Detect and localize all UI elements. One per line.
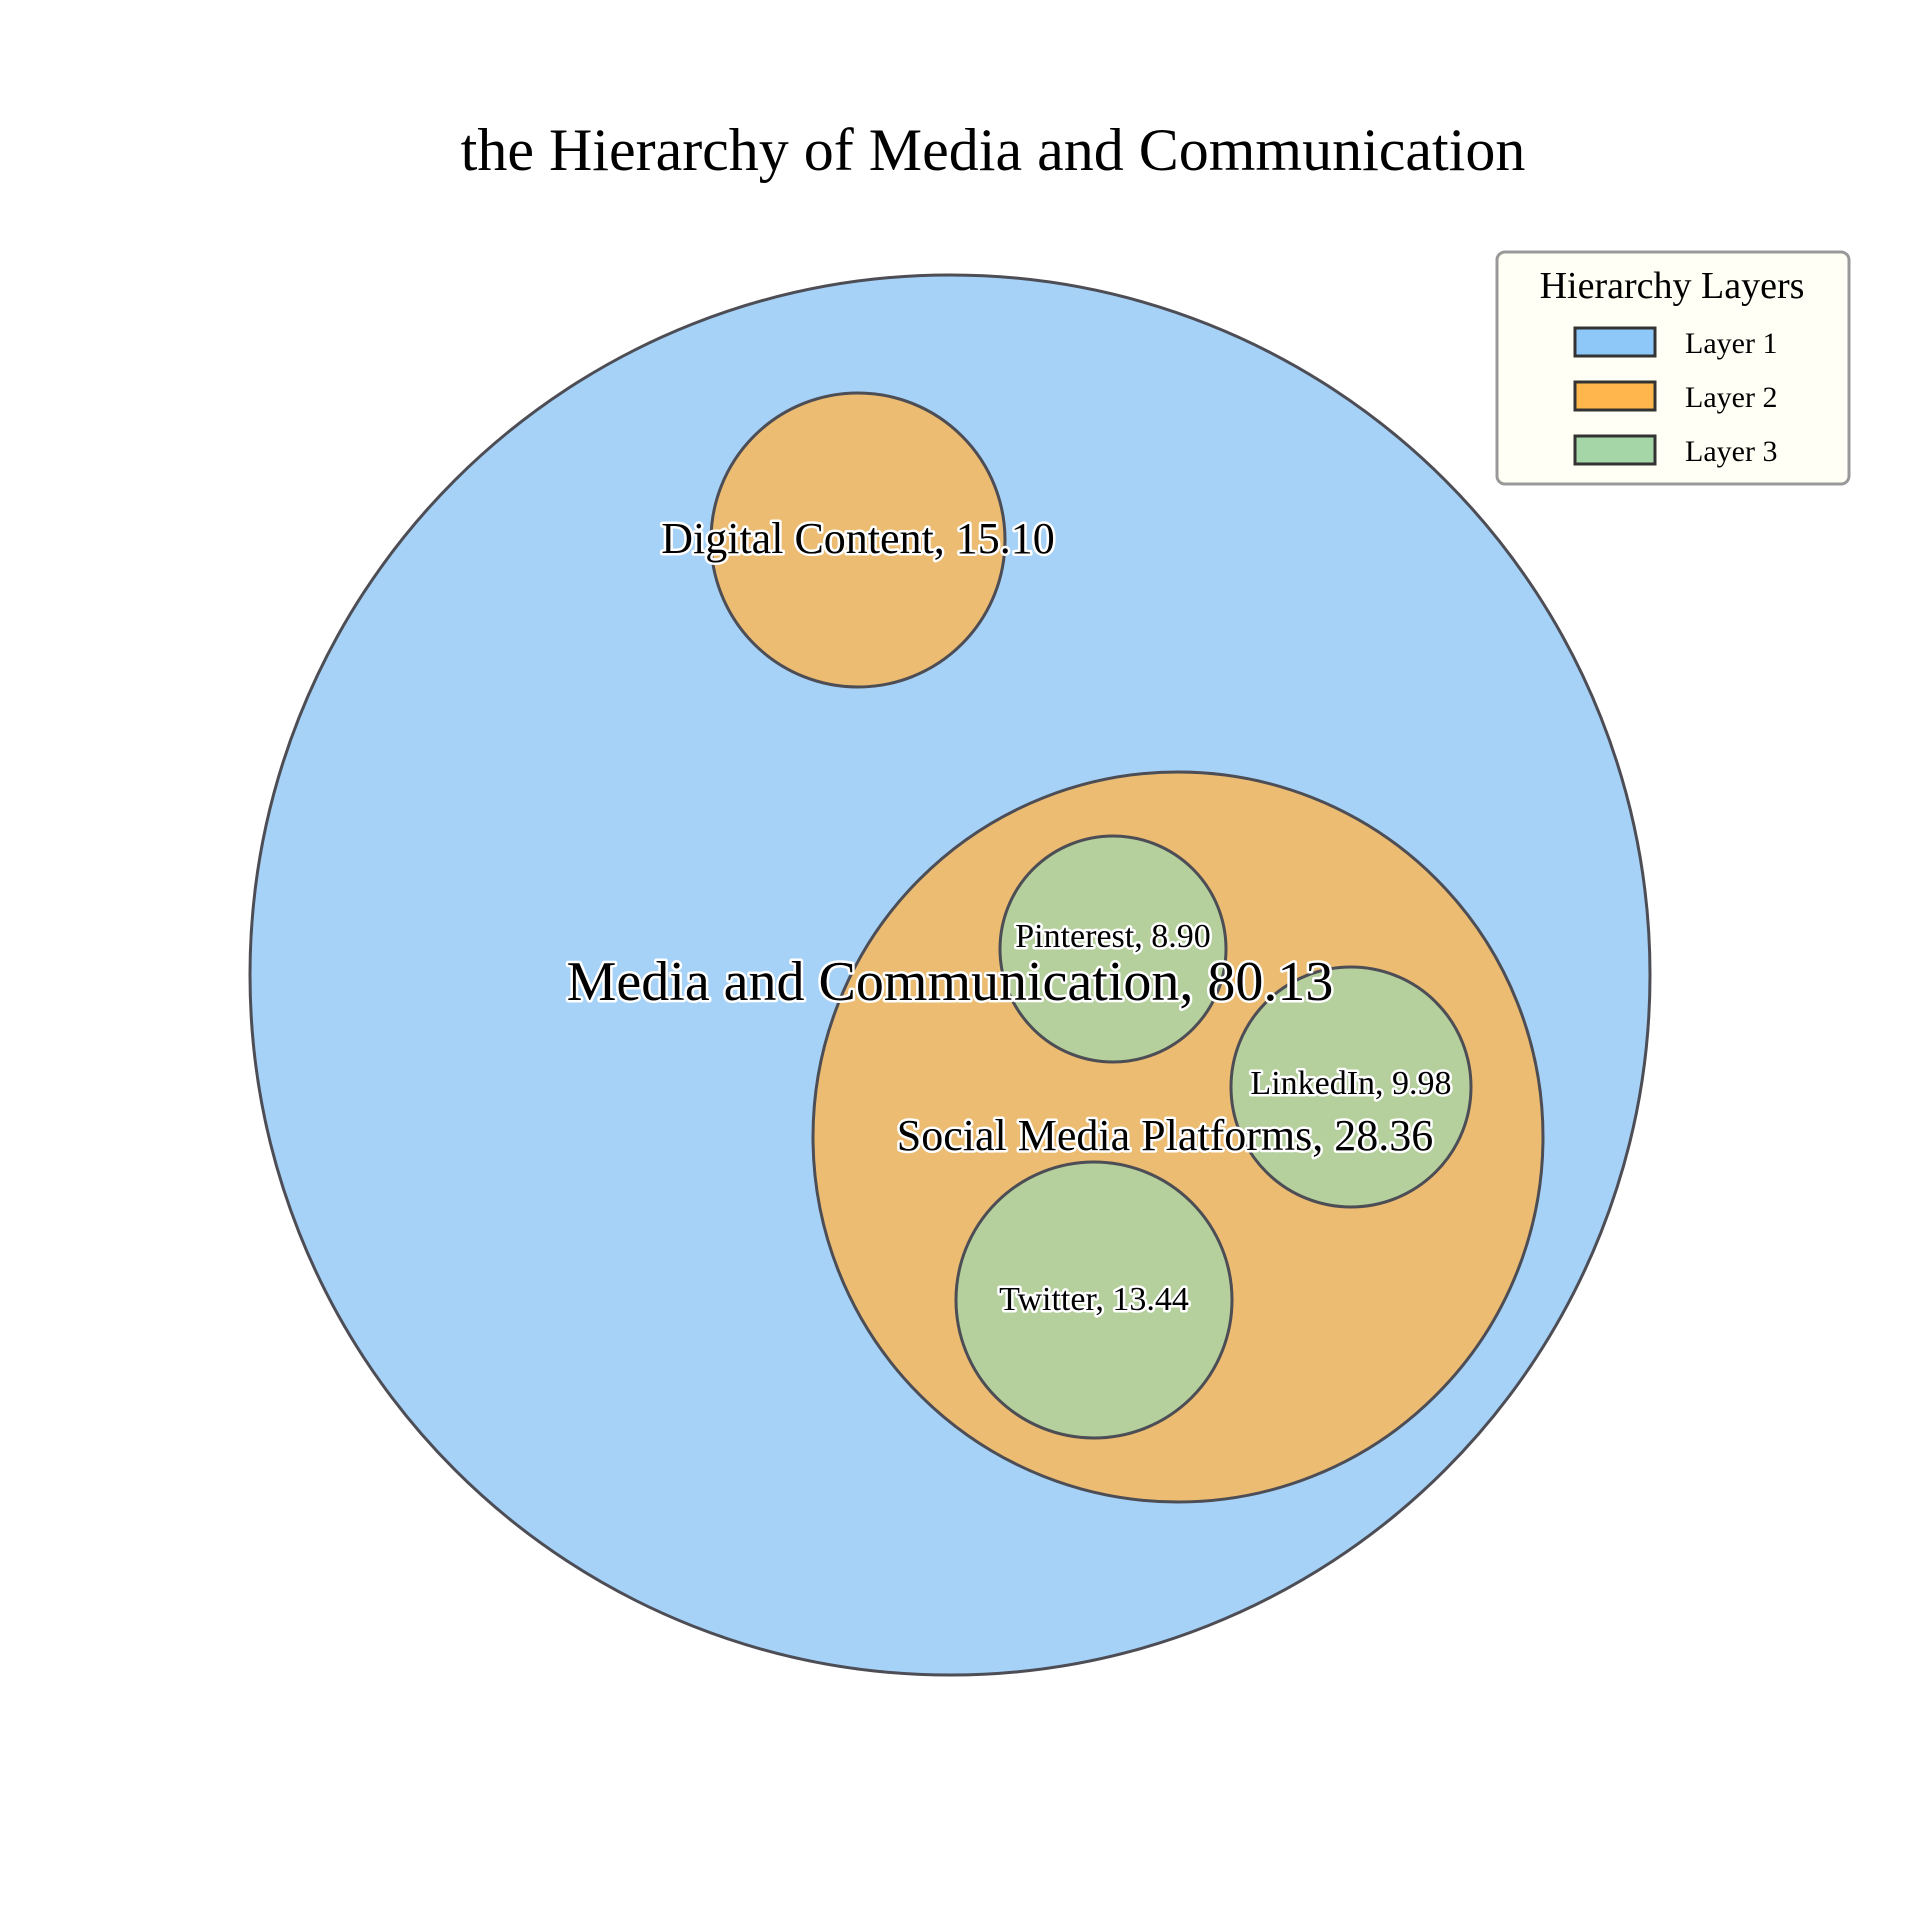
legend-swatch-layer-3 [1573,434,1657,466]
label-media-and-communication: Media and Communication, 80.13 [567,951,1334,1013]
bubble-group [248,273,1652,1677]
label-digital-content: Digital Content, 15.10 [661,514,1055,563]
label-twitter: Twitter, 13.44 [999,1281,1189,1318]
bubble-linkedin [1229,965,1473,1209]
label-linkedin: LinkedIn, 9.98 [1250,1065,1451,1102]
legend-frame [1495,250,1851,486]
legend: Hierarchy Layers Layer 1 Layer 2 Layer 3 [1495,250,1851,486]
legend-swatch-layer-1 [1573,326,1657,358]
legend-label-layer-2: Layer 2 [1685,381,1777,414]
legend-label-layer-1: Layer 1 [1685,327,1777,360]
legend-title: Hierarchy Layers [1540,265,1805,307]
legend-swatch-layer-2 [1573,380,1657,412]
bubble-digital-content [709,391,1007,689]
bubble-twitter [954,1160,1234,1440]
chart-title: the Hierarchy of Media and Communication [461,117,1526,183]
legend-items: Layer 1 Layer 2 Layer 3 [1573,326,1777,468]
bubble-pinterest [998,834,1228,1064]
label-pinterest: Pinterest, 8.90 [1015,918,1210,955]
legend-label-layer-3: Layer 3 [1685,435,1777,468]
label-social-media-platforms: Social Media Platforms, 28.36 [897,1111,1434,1160]
